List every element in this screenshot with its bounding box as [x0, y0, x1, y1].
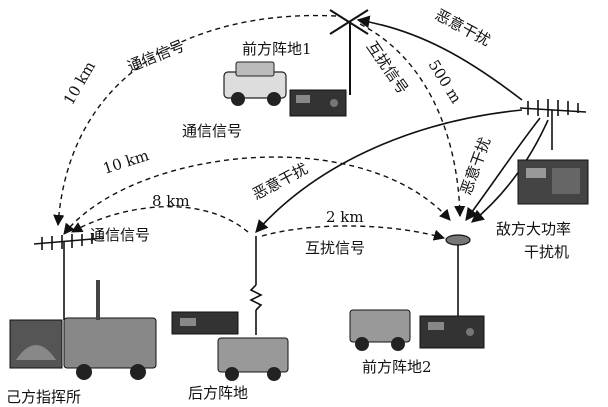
label-front-base-1: 前方阵地1: [242, 40, 312, 58]
label-front-base-2: 前方阵地2: [362, 358, 432, 376]
jam-to-front2-b: [471, 119, 549, 223]
enemy-jammer-antenna: [519, 99, 587, 150]
label-jam-top: 恶意干扰: [432, 6, 493, 50]
label-comm-top: 通信信号: [125, 37, 187, 76]
label-rear-base: 后方阵地: [188, 384, 248, 402]
front-base-2-antenna: [445, 234, 471, 318]
label-jam-left: 恶意干扰: [249, 159, 310, 203]
link-comm-middle: [63, 156, 451, 235]
label-mutual-top: 互扰信号: [363, 38, 412, 97]
front-base-2-radio: [419, 315, 485, 349]
front-base-1-radio: [289, 89, 347, 117]
distance-8km: 8 km: [152, 192, 190, 210]
jam-to-rear: [255, 109, 523, 233]
rear-base-vehicle: [217, 337, 289, 381]
front-base-1-antenna: [329, 9, 369, 95]
jam-to-front2: [465, 117, 541, 222]
label-mutual-bottom: 互扰信号: [305, 239, 365, 257]
front-base-2-vehicle: [349, 309, 411, 351]
jam-to-front1: [356, 15, 523, 101]
label-command-post: 己方指挥所: [6, 388, 81, 406]
distance-10km-middle: 10 km: [101, 146, 151, 178]
rear-base-antenna: [249, 236, 263, 335]
command-post-truck: [63, 280, 157, 380]
command-post-antenna: [33, 234, 105, 320]
distance-10km-top: 10 km: [60, 58, 99, 108]
enemy-jammer-equipment: [517, 159, 589, 205]
link-comm-lower: [71, 205, 249, 233]
label-enemy-jammer-2: 干扰机: [524, 243, 569, 261]
front-base-1-vehicle: [223, 61, 287, 106]
link-mutual-bottom: [261, 225, 446, 241]
label-enemy-jammer-1: 敌方大功率: [496, 220, 571, 238]
label-comm-middle: 通信信号: [182, 122, 242, 140]
rear-base-radio: [171, 311, 239, 335]
label-comm-lower: 通信信号: [90, 226, 150, 244]
distance-2km: 2 km: [326, 208, 364, 226]
command-post-tent: [9, 319, 63, 369]
distance-500m: 500 m: [425, 57, 466, 107]
link-mutual-top: [359, 23, 466, 218]
